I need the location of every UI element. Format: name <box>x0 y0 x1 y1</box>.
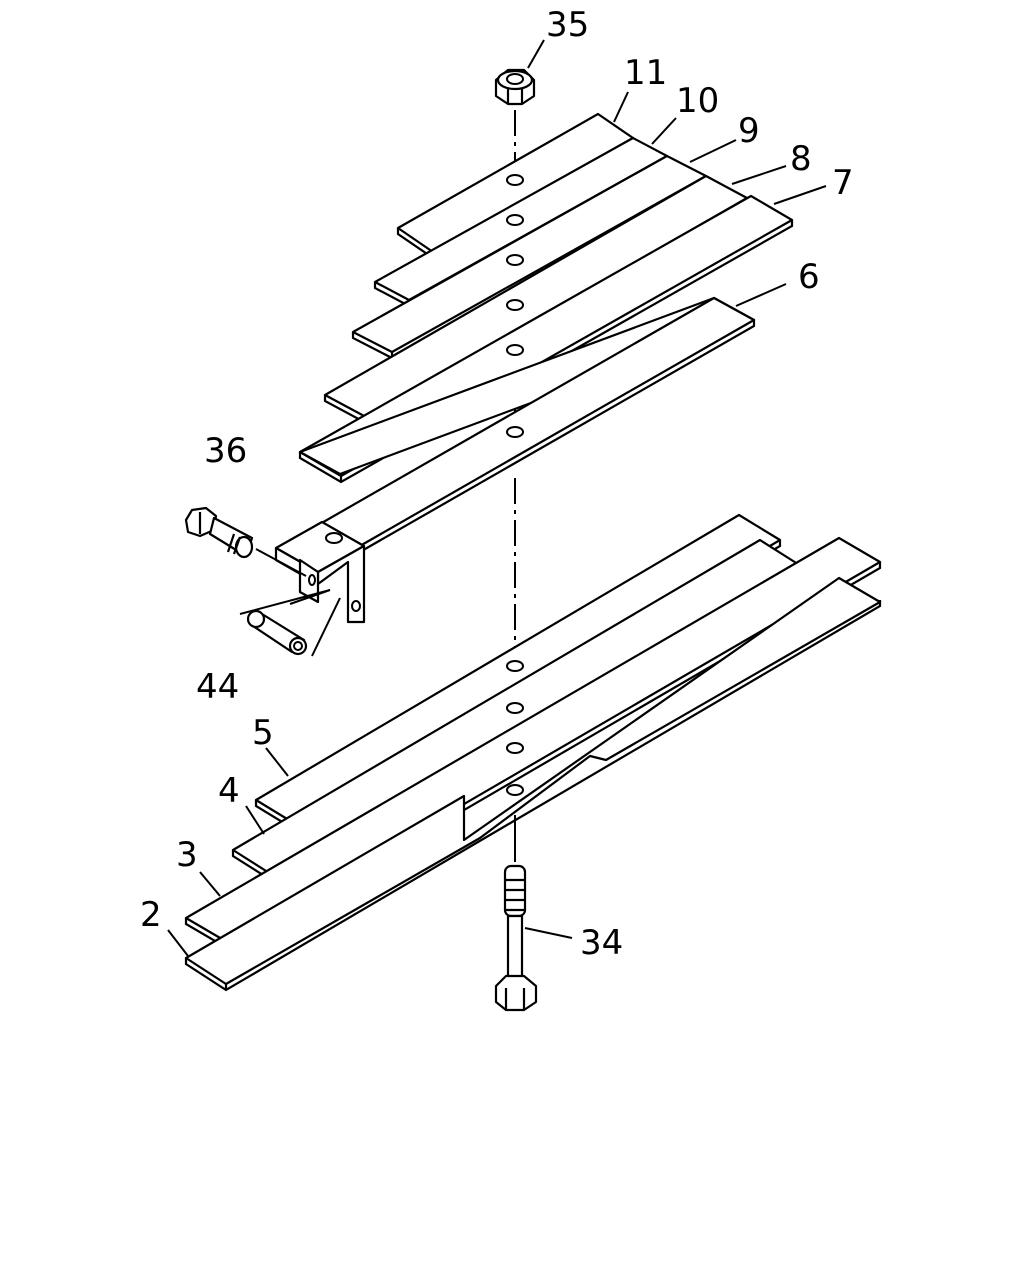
callout-6: 6 <box>798 257 820 297</box>
leader-5 <box>265 747 289 777</box>
callout-7: 7 <box>832 163 854 203</box>
leaf-4-center-hole <box>506 702 524 714</box>
callout-10: 10 <box>676 81 719 121</box>
nut-35 <box>494 68 536 106</box>
leader-9 <box>689 139 737 163</box>
callout-5: 5 <box>252 713 274 753</box>
callout-8: 8 <box>790 139 812 179</box>
leaf-2 <box>184 576 882 992</box>
leader-35 <box>527 39 545 69</box>
leader-7 <box>773 185 827 205</box>
callout-2: 2 <box>140 895 162 935</box>
leaf-9-center-hole <box>506 254 524 266</box>
leader-10 <box>651 117 677 145</box>
callout-35: 35 <box>546 5 589 45</box>
leaf-10-center-hole <box>506 214 524 226</box>
leaf-7-center-hole <box>506 344 524 356</box>
leader-4 <box>245 805 265 835</box>
callout-34: 34 <box>580 923 623 963</box>
callout-44: 44 <box>196 667 239 707</box>
eye-bracket <box>274 520 366 624</box>
callout-36: 36 <box>204 431 247 471</box>
leader-3 <box>199 871 221 897</box>
bushing-44 <box>239 589 341 657</box>
bolt-34 <box>494 864 538 1012</box>
leader-11 <box>613 91 629 123</box>
leader-34 <box>524 927 573 939</box>
leader-2 <box>167 929 189 957</box>
callout-4: 4 <box>218 771 240 811</box>
leaf-3-center-hole <box>506 742 524 754</box>
callout-9: 9 <box>738 111 760 151</box>
leaf-8-center-hole <box>506 299 524 311</box>
bracket-upper-hole <box>325 532 343 544</box>
callout-11: 11 <box>624 53 667 93</box>
leaf-6-center-hole <box>506 426 524 438</box>
bracket-side-hole <box>351 600 361 612</box>
leaf-11-center-hole <box>506 174 524 186</box>
leader-6 <box>735 283 787 307</box>
bolt-36 <box>184 506 307 577</box>
leaf-5-center-hole <box>506 660 524 672</box>
bracket-eye-hole <box>308 574 316 586</box>
callout-3: 3 <box>176 835 198 875</box>
leaf-2-center-hole <box>506 784 524 796</box>
leaf-3 <box>184 536 882 950</box>
leader-8 <box>731 165 787 185</box>
